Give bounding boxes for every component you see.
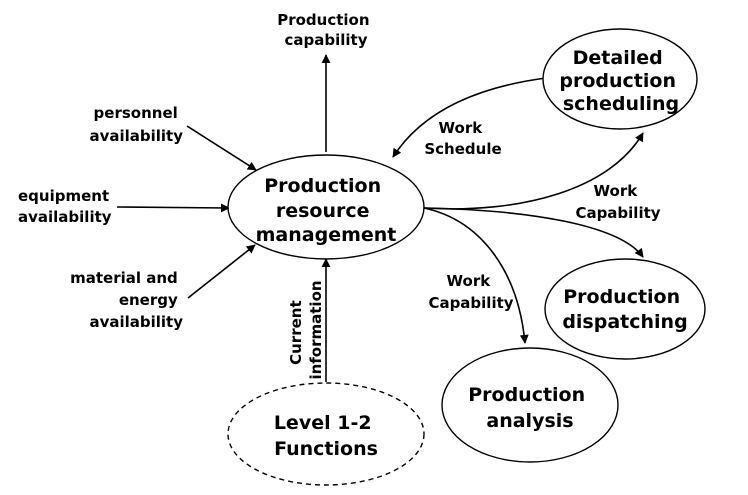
svg-text:Production dispatching: Production dispatching xyxy=(562,286,687,333)
node-production-analysis: Production analysis xyxy=(441,347,619,463)
node-scheduling-line-2: production xyxy=(559,70,676,92)
label-work-capability-analysis: Work Capability xyxy=(428,272,513,312)
node-level12-line-1: Level 1-2 xyxy=(274,412,372,434)
label-material-energy-availability: material and energy availability xyxy=(70,269,183,331)
node-center-line-1: Production xyxy=(264,175,381,197)
arrow-material xyxy=(187,244,256,299)
label-material-line-1: material and xyxy=(70,269,178,287)
node-level12-line-2: Functions xyxy=(274,438,378,460)
node-dispatching-line-2: dispatching xyxy=(562,311,687,333)
svg-text:Level 1-2 Functions: Level 1-2 Functions xyxy=(274,412,378,460)
label-work-capability-dispatch-line-2: Capability xyxy=(575,204,660,222)
label-work-schedule: Work Schedule xyxy=(424,119,501,158)
arrow-to-dispatching xyxy=(423,207,644,258)
node-scheduling-line-1: Detailed xyxy=(573,47,663,69)
label-material-line-3: availability xyxy=(89,313,183,331)
label-personnel-availability: personnel availability xyxy=(89,104,183,145)
label-current-information-line-2: information xyxy=(307,280,325,379)
svg-text:Detailed production: Detailed production scheduling xyxy=(559,47,682,115)
label-work-capability-analysis-line-1: Work xyxy=(447,272,492,290)
label-work-schedule-line-1: Work xyxy=(439,119,484,137)
svg-text:Production analysis: Production analysis xyxy=(468,384,592,432)
arrow-equipment xyxy=(116,203,230,213)
label-work-capability-dispatching: Work Capability xyxy=(575,182,660,222)
label-equipment-line-1: equipment xyxy=(18,187,109,205)
label-current-information-line-1: Current xyxy=(287,300,305,365)
arrow-work-schedule xyxy=(392,77,547,158)
label-production-capability-line-2: capability xyxy=(285,31,368,49)
label-personnel-line-1: personnel xyxy=(94,104,178,122)
label-production-capability-line-1: Production xyxy=(277,11,369,29)
label-personnel-line-2: availability xyxy=(89,127,183,145)
arrow-to-analysis xyxy=(423,207,529,344)
label-work-capability-dispatch-line-1: Work xyxy=(594,182,639,200)
label-material-line-2: energy xyxy=(119,291,178,309)
node-detailed-production-scheduling: Detailed production scheduling xyxy=(542,28,698,130)
node-center-line-2: resource xyxy=(276,200,370,222)
arrow-personnel xyxy=(186,125,257,171)
node-dispatching-line-1: Production xyxy=(563,286,680,308)
svg-text:Production resource: Production resource management xyxy=(256,175,397,246)
label-work-capability-analysis-line-2: Capability xyxy=(428,294,513,312)
label-production-capability: Production capability xyxy=(277,11,375,49)
node-analysis-line-1: Production xyxy=(468,384,585,406)
label-current-information: Current information xyxy=(287,280,325,379)
node-center-line-3: management xyxy=(256,224,397,246)
label-work-schedule-line-2: Schedule xyxy=(424,140,501,158)
node-analysis-line-2: analysis xyxy=(486,410,573,432)
label-equipment-availability: equipment availability xyxy=(18,187,114,226)
node-scheduling-line-3: scheduling xyxy=(563,93,679,115)
node-level-1-2-functions: Level 1-2 Functions xyxy=(227,382,425,486)
node-production-resource-management: Production resource management xyxy=(227,154,425,260)
node-production-dispatching: Production dispatching xyxy=(544,258,706,360)
label-equipment-line-2: availability xyxy=(18,208,112,226)
